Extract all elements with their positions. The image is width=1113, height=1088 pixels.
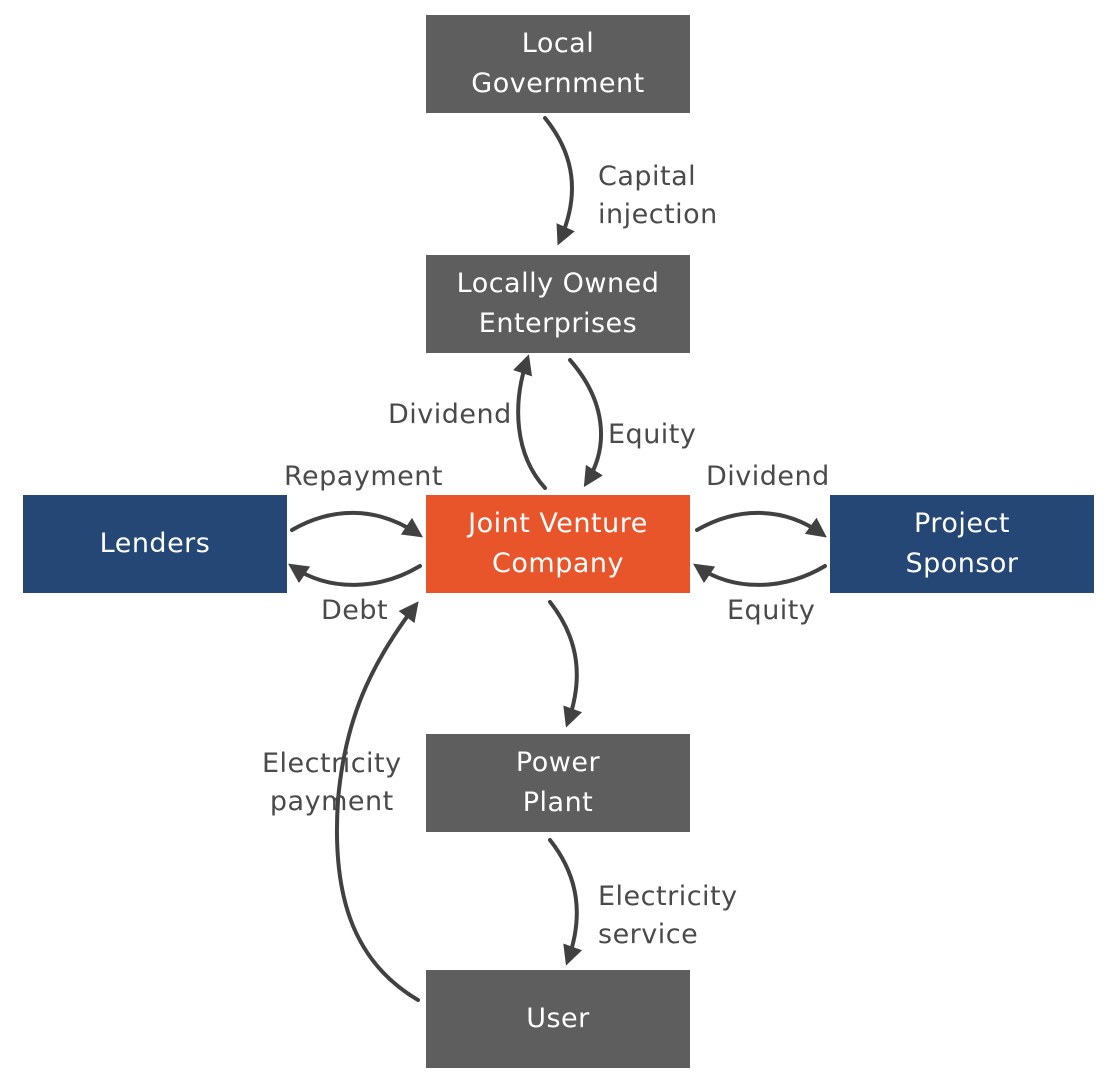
node-lenders: Lenders — [23, 495, 287, 593]
arrow-dividend-to-sponsor — [695, 510, 827, 538]
edge-label-line: Equity — [608, 419, 697, 450]
node-label-line: Sponsor — [905, 548, 1019, 579]
node-user: User — [426, 970, 690, 1068]
edge-label-electricity-service: Electricity service — [598, 878, 738, 954]
edge-label-line: Repayment — [284, 461, 443, 492]
node-label-line: Local — [521, 28, 595, 59]
edge-label-line: service — [598, 919, 699, 950]
edge-label-line: Electricity — [598, 881, 738, 912]
node-label-line: Power — [515, 747, 601, 778]
node-joint-venture-company: Joint Venture Company — [426, 495, 690, 593]
node-label-line: Joint Venture — [468, 508, 648, 539]
edge-label-repayment: Repayment — [284, 458, 443, 496]
edge-label-line: payment — [269, 786, 394, 817]
edge-label-dividend-to-sponsor: Dividend — [706, 458, 830, 496]
arrow-capital-injection — [543, 116, 575, 246]
arrow-debt — [288, 563, 422, 587]
edge-label-line: Capital — [598, 161, 697, 192]
edge-label-dividend-to-enterprises: Dividend — [388, 396, 512, 434]
arrow-electricity-payment — [334, 601, 420, 1002]
arrow-equity-from-enterprises — [568, 358, 604, 488]
edge-label-equity-from-sponsor: Equity — [727, 592, 815, 630]
edge-label-debt: Debt — [321, 592, 388, 630]
node-label-line: Plant — [522, 787, 594, 818]
arrow-electricity-service — [548, 838, 583, 966]
node-label-line: Enterprises — [478, 308, 638, 339]
arrow-dividend-to-enterprises — [513, 354, 547, 490]
arrow-repayment — [290, 510, 423, 538]
edge-label-line: Dividend — [388, 399, 512, 430]
node-label-line: Government — [471, 68, 645, 99]
edge-label-electricity-payment: Electricity payment — [262, 745, 402, 821]
arrow-jv-to-power-plant — [548, 600, 583, 728]
edge-label-line: Debt — [321, 595, 389, 626]
node-label-line: Locally Owned — [456, 268, 660, 299]
node-local-government: Local Government — [426, 15, 690, 113]
edge-label-capital-injection: Capital injection — [598, 158, 718, 234]
node-project-sponsor: Project Sponsor — [830, 495, 1094, 593]
node-power-plant: Power Plant — [426, 734, 690, 832]
node-label-line: Project — [914, 508, 1010, 539]
edge-label-equity-from-enterprises: Equity — [608, 416, 696, 454]
edge-label-line: Electricity — [262, 748, 402, 779]
edge-label-line: Dividend — [706, 461, 830, 492]
node-label-line: Company — [492, 548, 624, 579]
arrow-equity-from-sponsor — [693, 563, 827, 587]
edge-label-line: Equity — [727, 595, 816, 626]
edge-label-line: injection — [598, 199, 718, 230]
node-label-line: User — [526, 1003, 590, 1034]
node-locally-owned-enterprises: Locally Owned Enterprises — [426, 255, 690, 353]
node-label-line: Lenders — [99, 528, 211, 559]
